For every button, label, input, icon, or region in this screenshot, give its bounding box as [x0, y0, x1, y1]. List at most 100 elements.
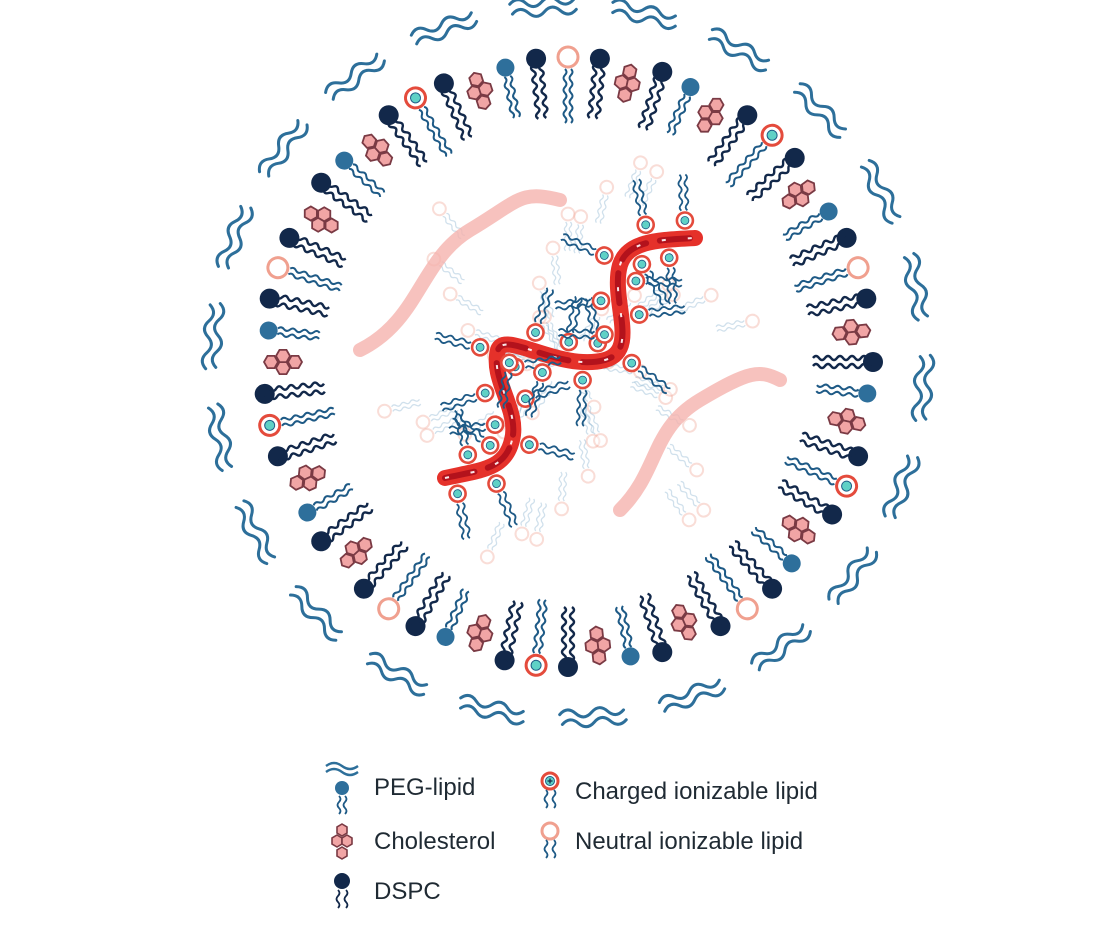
- faint-core-lipid: [431, 201, 465, 240]
- peg-coating-strand: [859, 158, 902, 225]
- core-charged-ionizable-lipid: [496, 353, 519, 410]
- outer-dspc-molecule: [586, 48, 610, 120]
- peg-coating-strand: [257, 118, 309, 178]
- peg-lipid-head: [819, 202, 838, 221]
- outer-dspc-molecule: [728, 540, 783, 599]
- dspc-head: [737, 105, 758, 126]
- outer-peg-molecule: [615, 605, 640, 666]
- outer-dspc-molecule: [746, 147, 805, 202]
- faint-core-lipid: [664, 488, 697, 528]
- outer-neutral-molecule: [377, 552, 431, 621]
- faint-core-lipid: [479, 521, 505, 565]
- peg-coating-strand: [200, 302, 226, 371]
- outer-chol-molecule: [584, 625, 612, 666]
- legend: PEG-lipid Cholesterol DSPC Charged ioniz…: [320, 758, 880, 918]
- dspc-head: [378, 105, 399, 126]
- peg-coating-strand: [882, 454, 921, 520]
- dspc-head: [762, 578, 783, 599]
- dspc-head: [526, 48, 547, 69]
- outer-dspc-molecule: [526, 48, 549, 120]
- peg-coating-strand: [902, 251, 930, 322]
- outer-chol-molecule: [339, 536, 373, 569]
- outer-charged-molecule: [404, 86, 453, 157]
- core-charged-ionizable-lipid: [439, 383, 495, 412]
- core-ionizable-lipids: [434, 173, 695, 541]
- peg-coating-strand: [611, 0, 677, 30]
- peg-coating-strand: [558, 706, 628, 729]
- dspc-head: [856, 288, 877, 309]
- legend-label-neutral-ionizable-lipid: Neutral ionizable lipid: [575, 828, 804, 855]
- faint-core-lipid: [531, 275, 555, 320]
- outer-chol-molecule: [466, 71, 494, 110]
- outer-peg-molecule: [436, 588, 470, 646]
- outer-chol-molecule: [781, 179, 816, 210]
- faint-core-lipid: [578, 439, 596, 484]
- outer-chol-molecule: [361, 133, 394, 167]
- outer-dspc-molecule: [707, 105, 758, 167]
- faint-core-lipid: [595, 179, 615, 224]
- dspc-head: [254, 383, 275, 404]
- faint-core-lipid: [579, 404, 601, 449]
- outer-dspc-molecule: [259, 288, 331, 318]
- core-charged-ionizable-lipid: [524, 363, 552, 418]
- outer-chol-molecule: [696, 97, 725, 133]
- peg-lipid-head: [858, 384, 877, 403]
- dspc-head: [311, 172, 332, 193]
- peg-coating-strand: [459, 694, 525, 726]
- outer-dspc-molecule: [311, 172, 373, 223]
- outer-dspc-molecule: [812, 352, 883, 372]
- faint-core-lipid: [442, 286, 484, 316]
- outer-peg-molecule: [298, 483, 354, 522]
- outer-charged-molecule: [524, 598, 548, 677]
- peg-lipid-head: [335, 151, 354, 170]
- faint-core-lipid: [638, 164, 665, 207]
- legend-item-neutral-ionizable-lipid: Neutral ionizable lipid: [535, 821, 804, 862]
- outer-neutral-molecule: [704, 553, 759, 621]
- peg-coating-strand: [750, 623, 812, 672]
- core-charged-ionizable-lipid: [448, 415, 505, 436]
- peg-lipid-head: [259, 321, 278, 340]
- peg-lipid-head: [436, 627, 455, 646]
- mrna-strands: [437, 230, 703, 486]
- faint-core-lipid: [715, 313, 760, 332]
- faint-core-lipid: [545, 240, 562, 286]
- outer-dspc-molecule: [558, 606, 578, 677]
- legend-item-dspc: DSPC: [320, 872, 441, 912]
- outer-peg-molecule: [259, 321, 321, 341]
- faint-core-lipid: [529, 502, 547, 547]
- outer-dspc-molecule: [378, 105, 428, 168]
- outer-peg-molecule: [750, 526, 801, 573]
- outer-dspc-molecule: [405, 571, 451, 637]
- peg-coating-strand: [234, 499, 277, 566]
- peg-coating-strand: [409, 11, 479, 46]
- outer-neutral-molecule: [266, 256, 343, 292]
- legend-item-cholesterol: Cholesterol: [320, 822, 495, 862]
- faint-core-lipid: [415, 405, 459, 430]
- dspc-icon: [334, 873, 350, 909]
- faint-core-lipid: [624, 155, 648, 199]
- outer-chol-molecule: [827, 407, 867, 435]
- dspc-head: [558, 657, 578, 677]
- peg-lipid-head: [681, 78, 700, 97]
- peg-lipid-head: [496, 58, 515, 77]
- outer-peg-molecule: [496, 58, 521, 119]
- core-charged-ionizable-lipid: [559, 295, 583, 352]
- outer-dspc-molecule: [686, 570, 731, 637]
- peg-coating-strand: [215, 204, 254, 270]
- outer-peg-molecule: [782, 202, 838, 241]
- outer-dspc-molecule: [637, 61, 673, 131]
- core-charged-ionizable-lipid: [487, 474, 518, 528]
- core-charged-ionizable-lipid: [557, 325, 614, 344]
- faint-core-lipid: [633, 376, 678, 397]
- outer-dspc-molecule: [639, 592, 673, 663]
- faint-mrna-strand: [353, 189, 567, 357]
- outer-dspc-molecule: [433, 73, 473, 142]
- outer-chol-molecule: [781, 514, 816, 545]
- faint-core-lipid: [630, 381, 674, 406]
- outer-chol-molecule: [831, 318, 872, 346]
- neutral-lipid-head: [846, 256, 870, 280]
- faint-core-lipid: [676, 287, 719, 314]
- outer-charged-molecule: [258, 406, 336, 437]
- core-charged-ionizable-lipid: [573, 370, 592, 427]
- peg-coating-strand: [288, 585, 343, 642]
